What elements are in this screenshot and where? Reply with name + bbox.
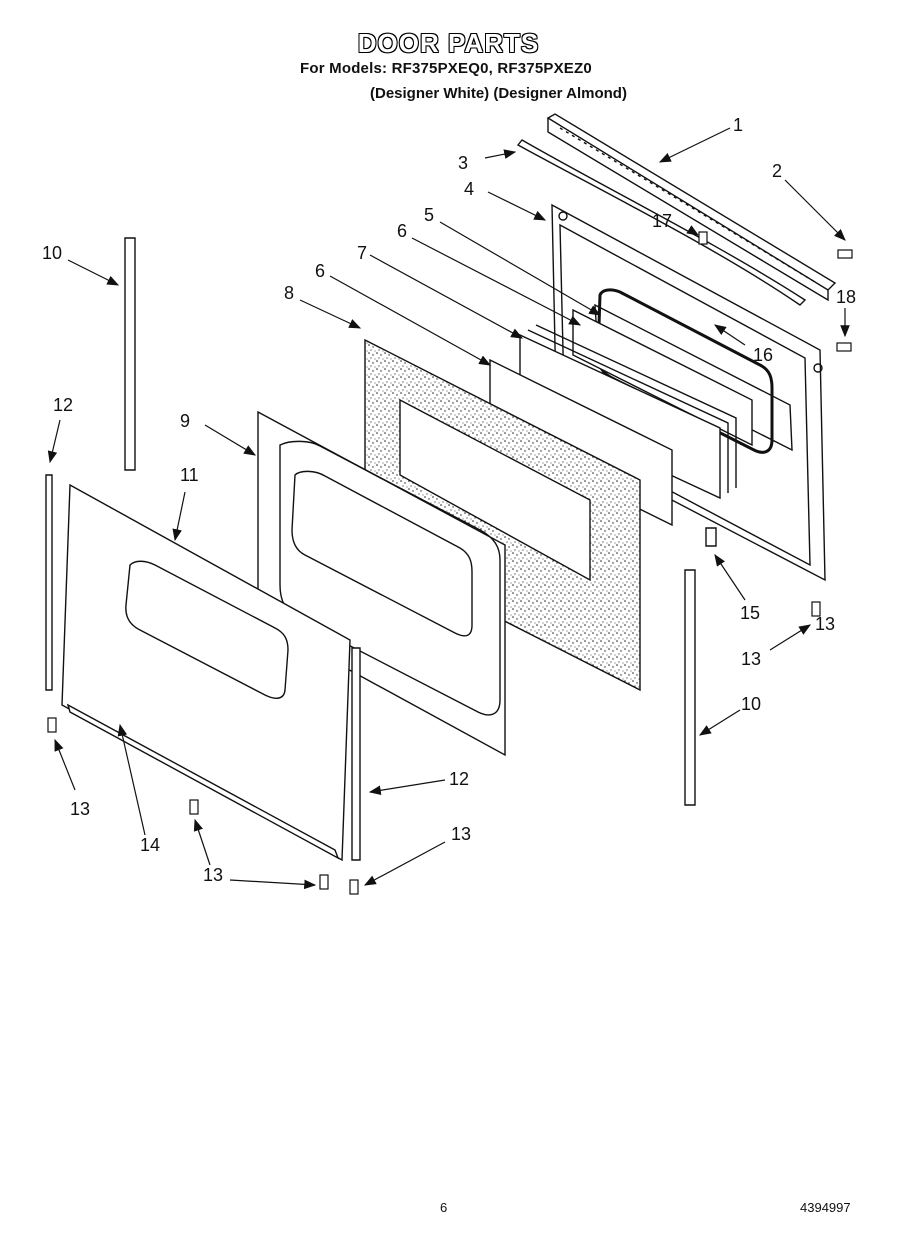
screw-icon (837, 249, 853, 259)
document-code: 4394997 (800, 1200, 851, 1215)
part-hinge-right (684, 569, 696, 806)
screw-icon (349, 879, 359, 895)
part-side-trim-right (351, 647, 361, 861)
callout-2: 2 (772, 161, 783, 181)
callout-10b: 10 (741, 694, 762, 714)
variants-line: (Designer White) (Designer Almond) (370, 85, 627, 102)
callout-15: 15 (740, 603, 761, 623)
part-door-gasket (596, 288, 774, 454)
part-vent-strip (516, 139, 807, 306)
callout-6b: 6 (315, 261, 326, 281)
callout-3: 3 (458, 153, 469, 173)
callout-13c: 13 (70, 799, 91, 819)
callout-11: 11 (180, 465, 199, 485)
screw-icon (47, 717, 57, 733)
part-bottom-trim (66, 703, 340, 860)
callout-4: 4 (464, 179, 475, 199)
callout-14: 14 (140, 835, 161, 855)
part-clip (705, 527, 717, 547)
callout-12b: 12 (449, 769, 470, 789)
callout-13a: 13 (815, 614, 836, 634)
screw-icon (698, 231, 708, 245)
callout-12: 12 (53, 395, 74, 415)
callout-17: 17 (652, 211, 673, 231)
callout-8: 8 (284, 283, 295, 303)
page-title: DOOR PARTS (357, 28, 540, 58)
callout-9: 9 (180, 411, 191, 431)
callout-1: 1 (733, 115, 744, 135)
part-outer-door-panel (61, 483, 351, 862)
callout-6: 6 (397, 221, 408, 241)
screw-icon (836, 342, 852, 352)
part-side-trim-left (45, 474, 53, 691)
callout-10: 10 (42, 243, 63, 263)
callout-5: 5 (424, 205, 435, 225)
callout-13d: 13 (203, 865, 224, 885)
callout-7: 7 (357, 243, 368, 263)
part-door-frame (257, 410, 506, 757)
page-number: 6 (440, 1200, 448, 1215)
callout-13e: 13 (451, 824, 472, 844)
screws (47, 231, 853, 895)
part-top-trim (546, 113, 837, 302)
callout-13b: 13 (741, 649, 762, 669)
callout-16: 16 (753, 345, 774, 365)
models-line: For Models: RF375PXEQ0, RF375PXEZ0 (300, 60, 592, 77)
screw-icon (189, 799, 199, 815)
part-window-glass (572, 308, 753, 447)
screw-icon (811, 601, 821, 617)
callout-18: 18 (836, 287, 857, 307)
leader-lines (47, 127, 850, 890)
screw-icon (319, 874, 329, 890)
part-hinge-left (124, 237, 136, 471)
